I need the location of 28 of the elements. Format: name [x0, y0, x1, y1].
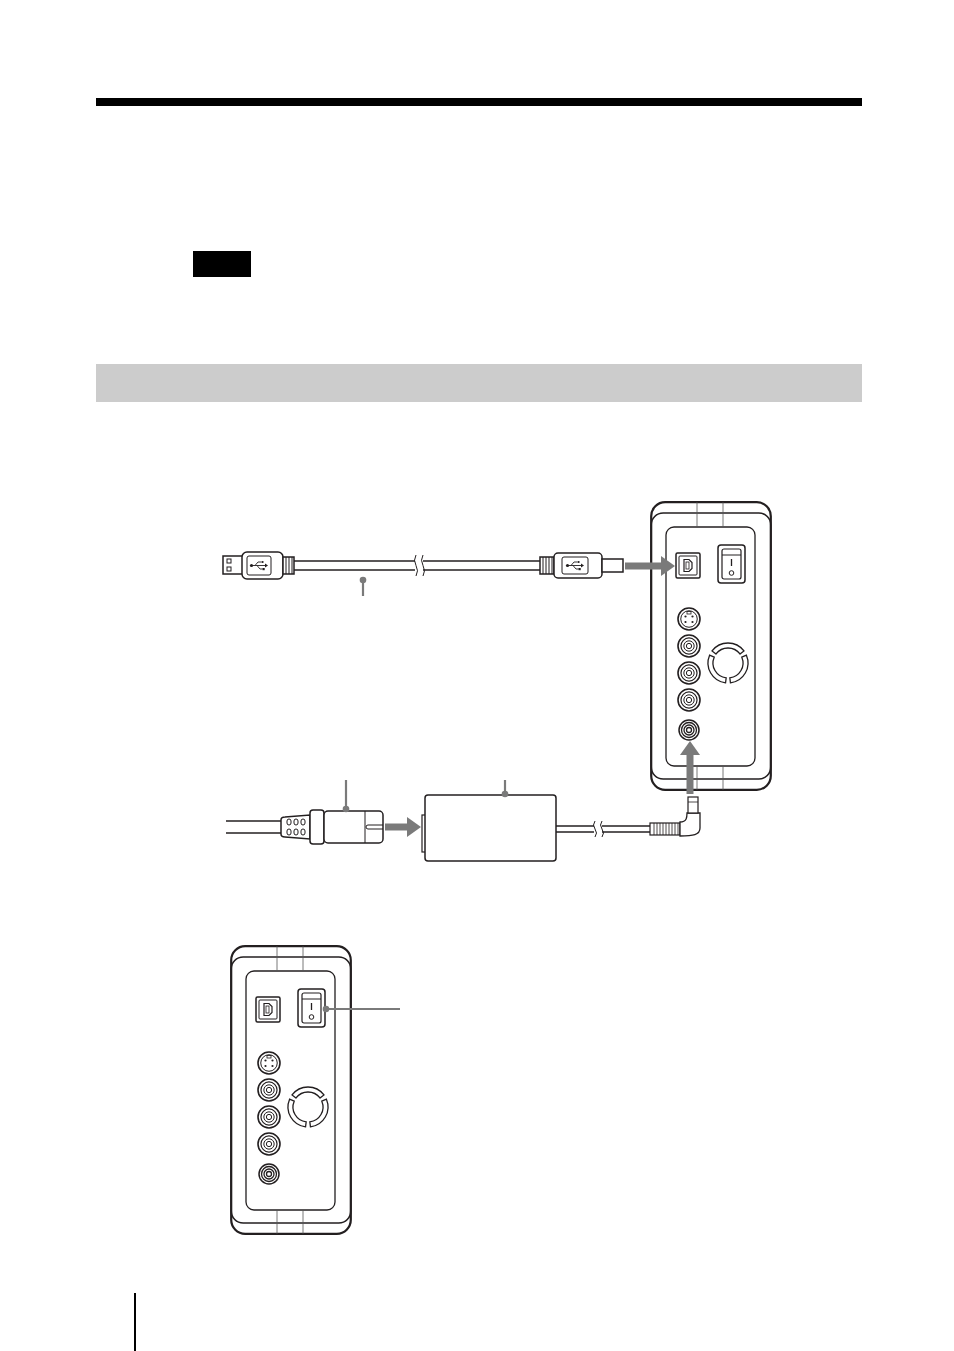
usb-port — [675, 552, 701, 579]
power-switch — [297, 988, 326, 1028]
power-switch — [717, 544, 746, 584]
rca-jack — [257, 1105, 281, 1129]
rca-jack — [257, 1132, 281, 1156]
s-video-jack — [257, 1051, 281, 1075]
usb-port — [255, 996, 281, 1023]
notes-tag — [193, 251, 251, 277]
arrow — [680, 741, 700, 794]
dc-in-jack — [678, 719, 700, 741]
arrow — [625, 556, 675, 576]
rca-jack — [677, 688, 701, 712]
device-rear-panel — [650, 501, 772, 791]
ac-adapter-drawing — [421, 794, 702, 863]
rca-jack — [257, 1078, 281, 1102]
leader-line — [342, 780, 350, 813]
dc-in-jack — [258, 1163, 280, 1185]
leader-line — [359, 576, 367, 596]
leader-line — [501, 780, 509, 798]
arrow — [385, 817, 421, 837]
section-heading-band — [96, 364, 862, 402]
s-video-jack — [677, 607, 701, 631]
power-plug-drawing — [224, 809, 385, 845]
rca-jack — [677, 661, 701, 685]
usb-cable — [222, 551, 625, 580]
rca-jack — [677, 634, 701, 658]
device-rear-panel — [230, 945, 352, 1235]
leader-line — [322, 1005, 400, 1013]
